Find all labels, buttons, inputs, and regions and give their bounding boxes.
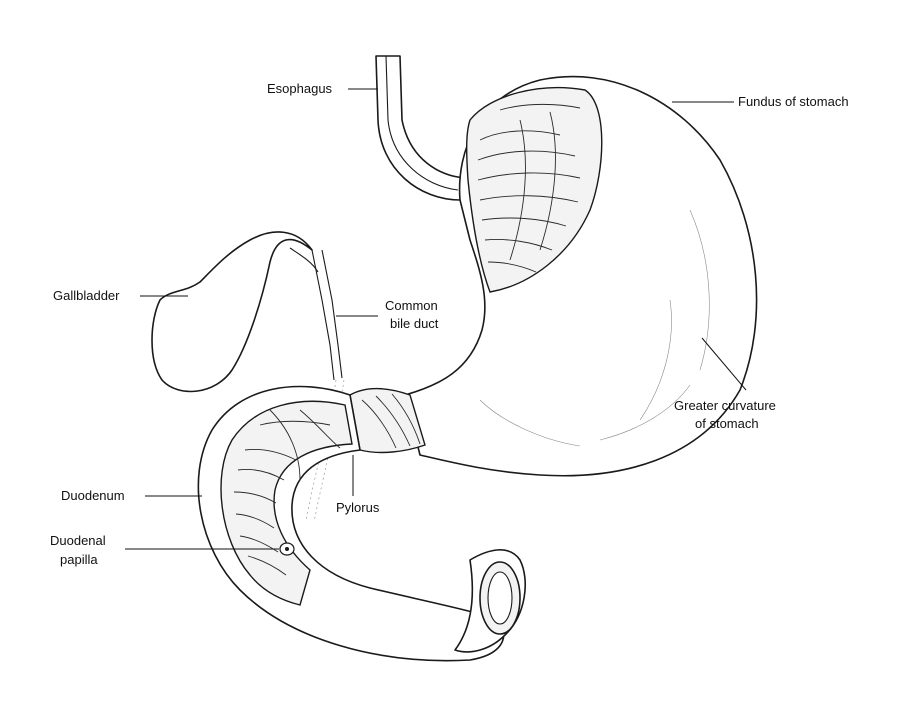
labels: Esophagus Fundus of stomach Gallbladder …: [50, 81, 849, 567]
leader-greater-curvature: [701, 337, 747, 391]
label-bile-duct-line1: Common: [385, 298, 438, 313]
label-gallbladder: Gallbladder: [53, 288, 120, 303]
fundus-mucosa-folds: [477, 103, 581, 273]
label-duodenal-papilla-line1: Duodenal: [50, 533, 106, 548]
label-fundus: Fundus of stomach: [738, 94, 849, 109]
stomach-illustration: [151, 55, 758, 662]
common-bile-duct: [311, 249, 335, 381]
label-greater-curvature-line2: of stomach: [695, 416, 759, 431]
duodenum-cavity: [220, 400, 353, 606]
label-bile-duct-line2: bile duct: [390, 316, 439, 331]
duodenal-papilla-shape: [279, 542, 295, 556]
pylorus-mucosa-folds: [361, 393, 421, 449]
fundus-cavity: [465, 87, 603, 293]
duodenum-mucosa-folds: [233, 409, 341, 576]
label-duodenum: Duodenum: [61, 488, 125, 503]
label-greater-curvature-line1: Greater curvature: [674, 398, 776, 413]
label-esophagus: Esophagus: [267, 81, 333, 96]
label-pylorus: Pylorus: [336, 500, 380, 515]
label-duodenal-papilla-line2: papilla: [60, 552, 98, 567]
gallbladder-shape: [151, 231, 313, 393]
leader-lines: [125, 88, 747, 550]
pyloric-canal: [349, 387, 426, 454]
